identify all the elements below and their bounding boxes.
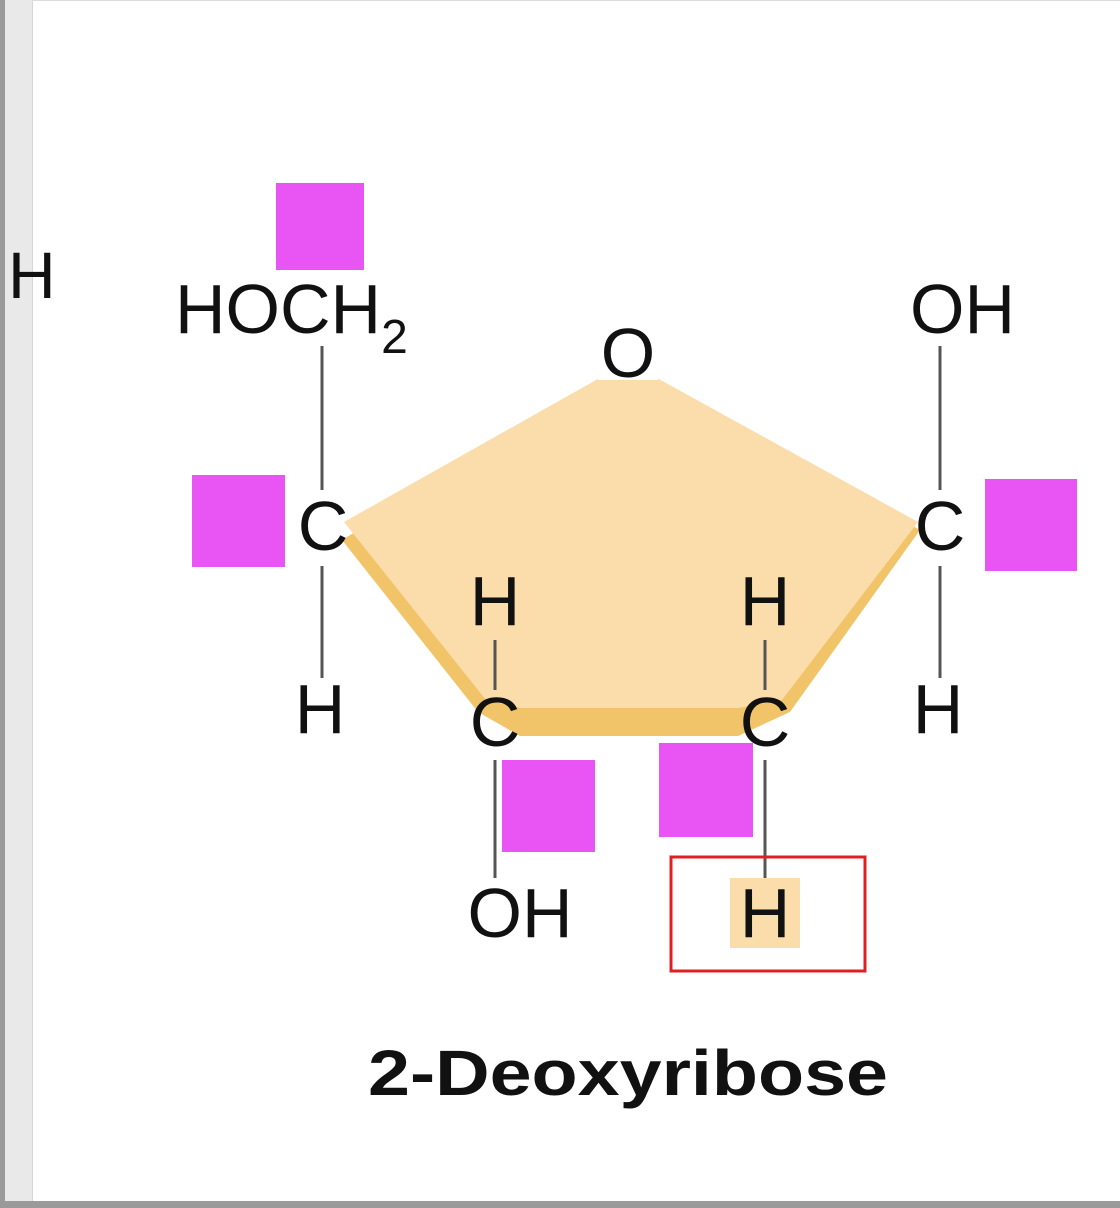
c2-h-label: H	[740, 562, 791, 640]
edge-fragment-label: H	[8, 238, 56, 312]
c3-oh-label: OH	[468, 874, 573, 952]
oxygen-bg	[598, 320, 658, 380]
c2-highlighted-h-label: H	[740, 874, 791, 952]
c5-drop-target[interactable]	[276, 183, 364, 270]
c4-drop-target[interactable]	[192, 475, 285, 567]
c3-label: C	[470, 683, 521, 761]
highlighted-h-bg	[730, 878, 800, 948]
diagram-title: 2-Deoxyribose	[368, 1037, 888, 1109]
c3-h-label: H	[470, 562, 521, 640]
c5-group-label: HOCH2	[175, 270, 408, 364]
c4-h-label: H	[295, 670, 346, 748]
c2-drop-target[interactable]	[659, 743, 753, 837]
sugar-ring	[344, 362, 918, 708]
c1-drop-target[interactable]	[985, 479, 1077, 571]
side-panel-edge	[5, 0, 33, 1208]
highlight-box	[669, 855, 867, 973]
ring-oxygen-label: O	[601, 314, 655, 392]
c4-label: C	[298, 487, 349, 565]
top-border	[32, 0, 1120, 1]
c1-label: C	[915, 487, 966, 565]
c3-drop-target[interactable]	[502, 760, 595, 852]
c1-oh-label: OH	[910, 270, 1015, 348]
c1-h-label: H	[913, 670, 964, 748]
window-bottom-border	[0, 1201, 1120, 1208]
window-left-border	[0, 0, 5, 1208]
